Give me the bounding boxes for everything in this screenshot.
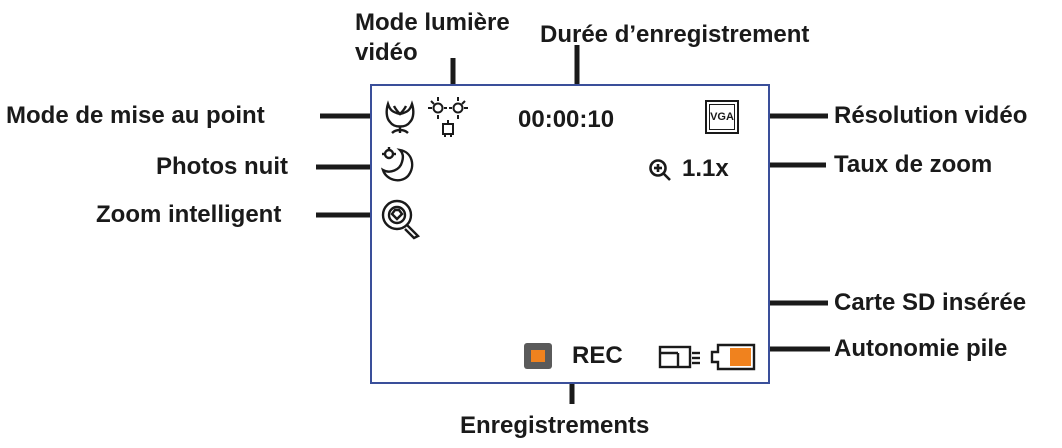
label-resolution: Résolution vidéo xyxy=(834,102,1028,129)
label-night: Photos nuit xyxy=(156,153,288,180)
label-sd-card: Carte SD insérée xyxy=(834,289,1027,316)
smart-zoom-icon xyxy=(381,199,421,240)
resolution-badge: VGA xyxy=(705,100,739,134)
label-recordings: Enregistrements xyxy=(460,412,650,439)
label-smart-zoom: Zoom intelligent xyxy=(96,201,282,228)
rec-dot xyxy=(531,350,545,362)
flower-icon xyxy=(385,100,415,134)
label-battery: Autonomie pile xyxy=(834,335,1008,362)
label-focus-mode: Mode de mise au point xyxy=(6,102,265,129)
label-duration: Durée d’enregistrement xyxy=(540,21,810,48)
zoom-ratio-value: 1.1x xyxy=(682,155,729,182)
recording-timer: 00:00:10 xyxy=(518,106,615,133)
zoom-in-icon xyxy=(649,159,671,181)
battery-icon xyxy=(710,343,756,371)
sd-card-icon xyxy=(658,345,700,369)
label-zoom-ratio: Taux de zoom xyxy=(834,151,993,178)
rec-indicator-icon xyxy=(524,343,552,369)
sun-lamp-icon xyxy=(428,97,468,137)
label-light-mode: Mode lumière vidéo xyxy=(355,9,510,66)
night-mode-icon xyxy=(380,147,414,182)
vga-text: VGA xyxy=(709,104,735,130)
rec-label: REC xyxy=(572,342,623,369)
lcd-screen: 00:00:10 VGA 1.1x xyxy=(370,84,770,384)
